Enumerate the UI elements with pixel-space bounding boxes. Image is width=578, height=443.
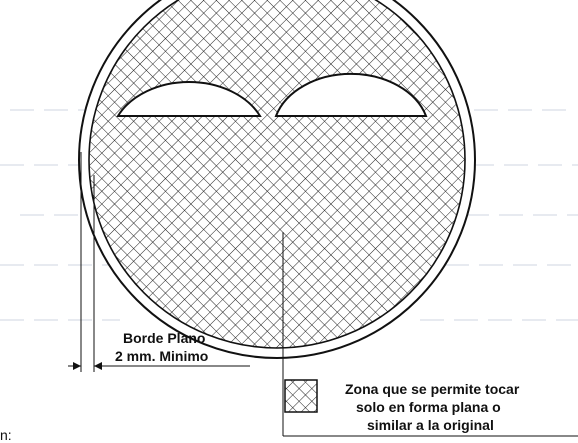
- zone-leader: [282, 232, 578, 437]
- edge-dimension: [68, 152, 250, 372]
- zone-label-line3: similar a la original: [367, 417, 494, 433]
- corner-mark: n:: [0, 427, 12, 443]
- zone-swatch: [284, 379, 318, 413]
- left-half-moon: [116, 81, 262, 117]
- right-half-moon: [274, 72, 428, 117]
- edge-label-line2: 2 mm. Minimo: [115, 348, 208, 364]
- edge-label-line1: Borde Plano: [123, 330, 205, 346]
- coin: [78, 0, 476, 359]
- zone-label-line1: Zona que se permite tocar: [345, 381, 520, 397]
- zone-label-line2: solo en forma plana o: [356, 399, 501, 415]
